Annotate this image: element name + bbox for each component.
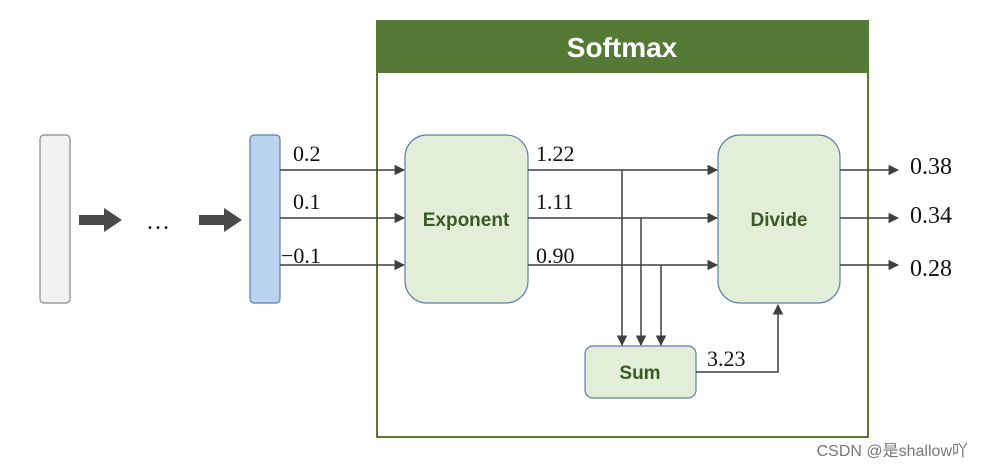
sum-label: Sum <box>619 363 660 384</box>
logit-value: 0.1 <box>293 189 321 214</box>
logits-bar <box>249 134 281 304</box>
exponent-box <box>404 134 529 304</box>
previous-layer-bar <box>39 134 71 304</box>
sum-value: 3.23 <box>707 346 746 371</box>
divide-label: Divide <box>750 210 807 231</box>
watermark-text: CSDN @是shallow吖 <box>817 442 968 460</box>
ellipsis: … <box>146 209 170 235</box>
output-value: 0.38 <box>910 154 952 180</box>
logit-value: 0.2 <box>293 141 321 166</box>
flow-arrow-icon <box>199 208 242 232</box>
exp-value: 0.90 <box>536 243 575 268</box>
exp-value: 1.11 <box>536 189 574 214</box>
softmax-header <box>377 21 868 73</box>
flow-arrow-icon <box>79 208 122 232</box>
exponent-label: Exponent <box>423 210 510 231</box>
logit-value: −0.1 <box>281 243 321 268</box>
exp-value: 1.22 <box>536 141 575 166</box>
sum-to-divide-arrow <box>696 303 784 373</box>
output-value: 0.28 <box>910 256 952 282</box>
softmax-title: Softmax <box>567 32 678 63</box>
output-value: 0.34 <box>910 203 952 229</box>
